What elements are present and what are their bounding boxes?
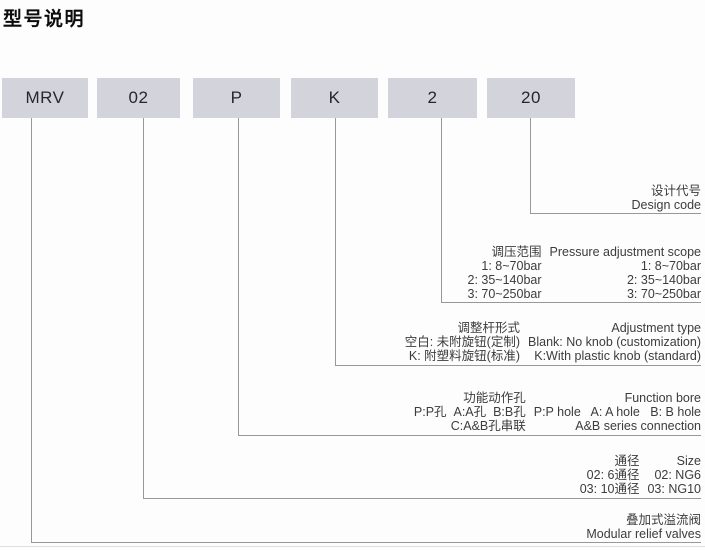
label-cn: 3: 70~250bar — [467, 287, 542, 301]
label-en: Design code — [631, 198, 702, 212]
model-code-box-bore: P — [193, 78, 280, 118]
label-en: Function bore — [624, 391, 701, 405]
label-en: A&B series connection — [575, 419, 701, 433]
connector-hline-design — [530, 213, 701, 214]
label-cn: 02: 6通径 — [586, 468, 640, 482]
page-bottom-rule — [0, 546, 705, 547]
connector-vline-size — [143, 118, 144, 498]
model-code-box-series: MRV — [2, 78, 88, 118]
label-en: Size — [676, 454, 701, 468]
label-en: Adjustment type — [611, 321, 701, 335]
connector-vline-pressure — [441, 118, 442, 302]
model-code-box-pressure: 2 — [388, 78, 477, 118]
connector-vline-bore — [238, 118, 239, 435]
label-cn: 调压范围 — [491, 245, 542, 259]
label-en: 03: NG10 — [647, 482, 701, 496]
section-adjustment-type: 调整杆形式 Adjustment type 空白: 未附旋钮(定制) Blank… — [405, 321, 701, 363]
page-title: 型号说明 — [3, 9, 86, 30]
connector-hline-size — [143, 498, 701, 499]
label-cn: 03: 10通径 — [579, 482, 640, 496]
section-pressure-scope: 调压范围 Pressure adjustment scope 1: 8~70ba… — [468, 245, 702, 301]
label-cn: 功能动作孔 — [463, 391, 526, 405]
label-cn: P:P孔 A:A孔 B:B孔 — [413, 405, 526, 419]
section-product-family: 叠加式溢流阀 Modular relief valves — [586, 513, 701, 541]
label-cn: 设计代号 — [650, 184, 701, 198]
section-size: 通径 Size 02: 6通径 02: NG6 03: 10通径 03: NG1… — [580, 454, 701, 496]
label-cn: 叠加式溢流阀 — [625, 513, 701, 527]
connector-vline-series — [31, 118, 32, 542]
label-cn: 2: 35~140bar — [467, 273, 542, 287]
connector-hline-pressure — [441, 302, 701, 303]
label-en: Blank: No knob (customization) — [528, 335, 701, 349]
label-en: 2: 35~140bar — [626, 273, 701, 287]
label-en: 02: NG6 — [654, 468, 701, 482]
label-cn: 通径 — [614, 454, 640, 468]
label-en: P:P hole A: A hole B: B hole — [533, 405, 701, 419]
label-en: K:With plastic knob (standard) — [534, 349, 701, 363]
connector-vline-design — [530, 118, 531, 213]
connector-vline-knob — [335, 118, 336, 365]
label-cn: 调整杆形式 — [457, 321, 520, 335]
model-code-box-design: 20 — [487, 78, 575, 118]
label-cn: K: 附塑料旋钮(标准) — [408, 349, 520, 363]
model-code-box-size: 02 — [97, 78, 180, 118]
label-en: 1: 8~70bar — [640, 259, 701, 273]
label-cn: 空白: 未附旋钮(定制) — [404, 335, 520, 349]
label-cn: C:A&B孔串联 — [450, 419, 526, 433]
model-code-box-knob: K — [291, 78, 378, 118]
label-en: Modular relief valves — [586, 527, 701, 541]
label-en: 3: 70~250bar — [626, 287, 701, 301]
connector-hline-knob — [335, 365, 701, 366]
section-function-bore: 功能动作孔 Function bore P:P孔 A:A孔 B:B孔 P:P h… — [414, 391, 701, 433]
label-cn: 1: 8~70bar — [481, 259, 542, 273]
label-en: Pressure adjustment scope — [549, 245, 701, 259]
connector-hline-bore — [238, 435, 701, 436]
section-design-code: 设计代号 Design code — [632, 184, 702, 212]
connector-hline-series — [31, 542, 701, 543]
